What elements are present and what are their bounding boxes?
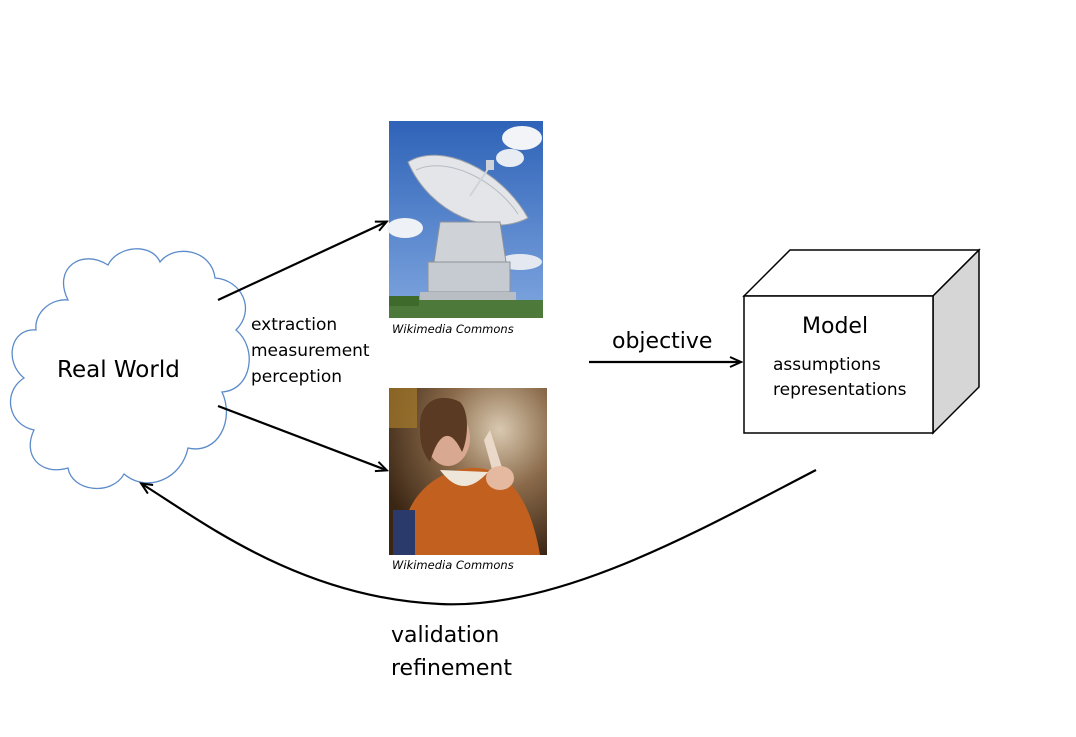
- portrait-image: [389, 388, 547, 555]
- real-world-cloud: [9, 248, 250, 489]
- extraction-label: extraction: [251, 315, 338, 335]
- real-world-label: Real World: [57, 357, 180, 383]
- model-title: Model: [802, 314, 869, 339]
- radio-telescope-image: [387, 121, 543, 318]
- telescope-credit: Wikimedia Commons: [392, 322, 514, 336]
- model-box: [742, 248, 981, 435]
- objective-label: objective: [612, 329, 713, 354]
- representations-label: representations: [773, 380, 907, 400]
- perception-label: perception: [251, 367, 343, 387]
- refinement-label: refinement: [391, 656, 512, 681]
- measurement-label: measurement: [251, 341, 370, 361]
- portrait-credit: Wikimedia Commons: [392, 558, 514, 572]
- validation-label: validation: [391, 623, 500, 648]
- arrow-feedback: [142, 469, 817, 606]
- arrow-to-telescope: [217, 222, 386, 301]
- arrow-to-portrait: [217, 404, 386, 470]
- assumptions-label: assumptions: [773, 355, 881, 375]
